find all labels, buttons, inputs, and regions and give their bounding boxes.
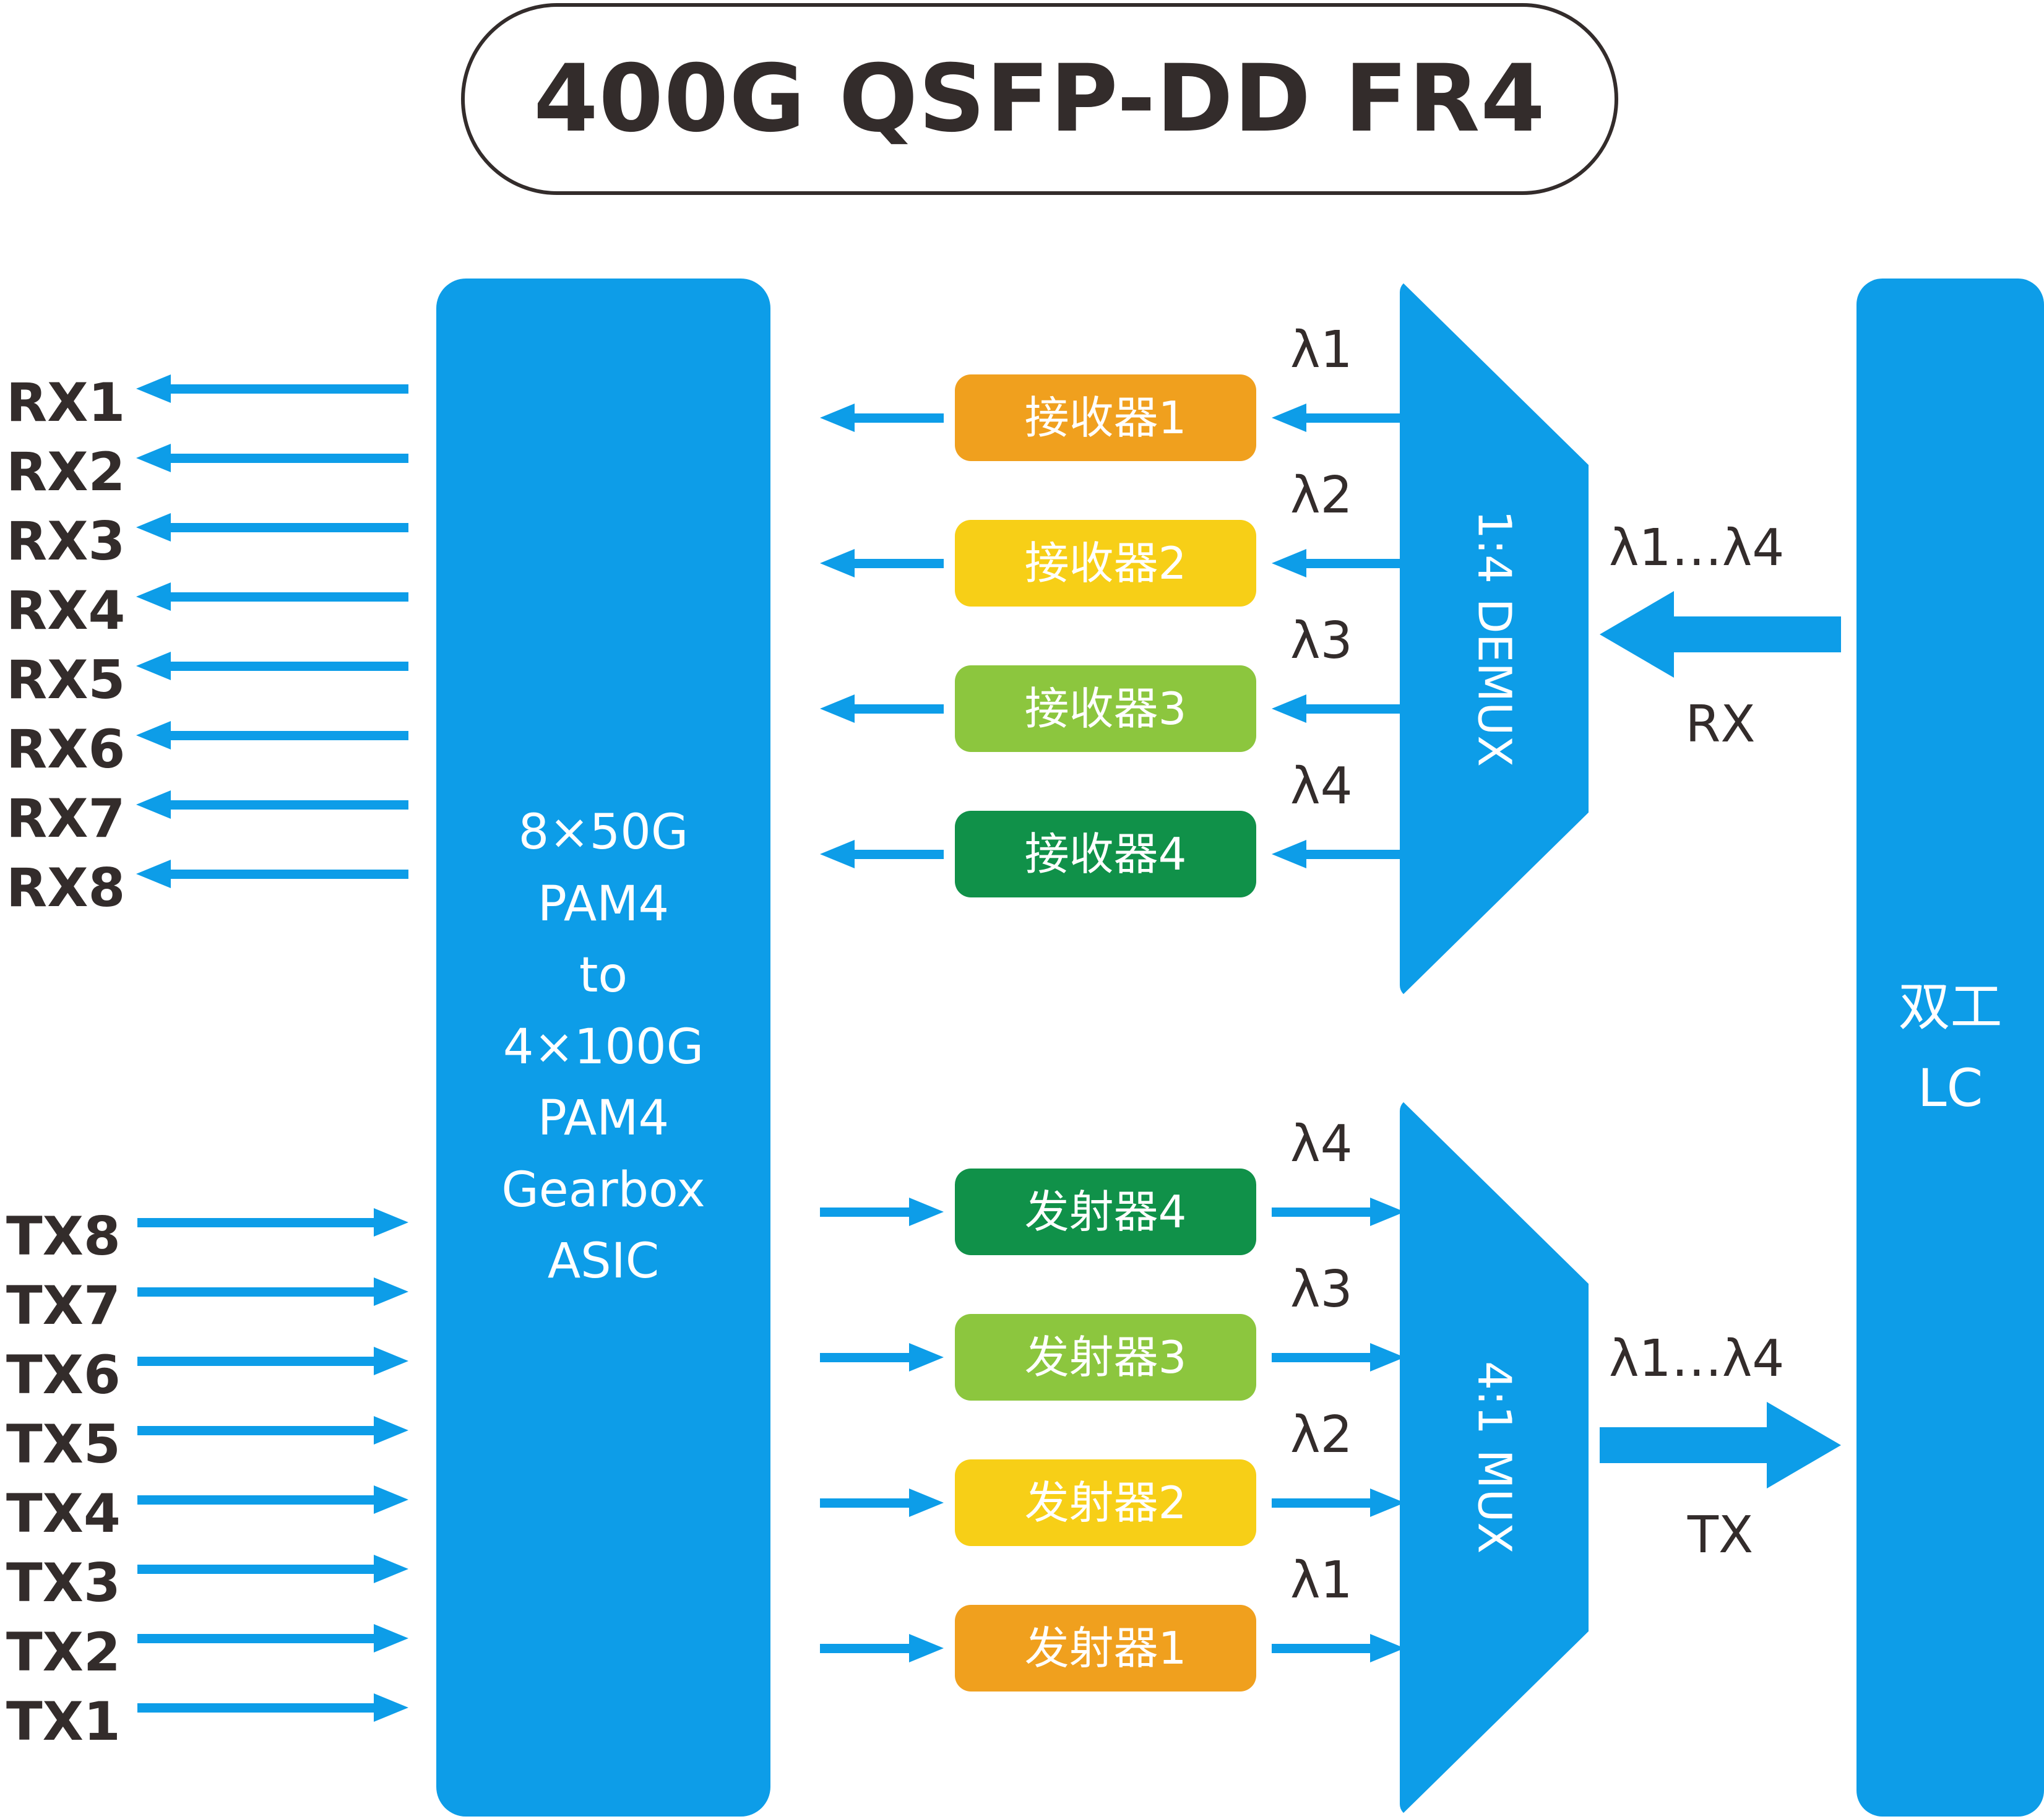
lane-arrow-rx1 [136,374,408,403]
receiver-label-4: 接收器4 [1024,828,1187,880]
tx-trunk-arrow [1600,1402,1841,1488]
connector-label-line2: LC [1917,1057,1983,1118]
lane-arrow-rx2 [136,444,408,472]
rx-trunk-caption: RX [1685,695,1756,754]
connector-label-line1: 双工 [1898,977,2003,1038]
receiver-box-3[interactable]: 接收器3 [955,665,1256,752]
asic-arrow-transmitter-1 [820,1634,944,1662]
asic-line-7: ASIC [547,1234,660,1290]
gearbox-asic-block: 8×50G PAM4 to 4×100G PAM4 Gearbox ASIC [436,279,770,1817]
port-label-rx2: RX2 [6,441,126,503]
lambda-label-rx-3: λ3 [1290,611,1353,670]
lane-arrow-tx1 [137,1693,408,1722]
lane-arrow-rx8 [136,860,408,888]
demux-arrow-receiver-1 [1272,404,1405,432]
asic-line-4: 4×100G [502,1019,704,1075]
mux-arrow-transmitter-2 [1272,1488,1405,1517]
transmitter-label-2: 发射器2 [1024,1477,1187,1529]
lane-arrow-rx6 [136,721,408,750]
lane-arrow-rx4 [136,582,408,611]
asic-arrow-transmitter-3 [820,1343,944,1372]
asic-arrow-receiver-2 [820,549,944,577]
lambda-label-tx-3: λ3 [1290,1260,1353,1319]
mux-label-wrapper: 4:1 MUX [1400,1099,1589,1817]
port-label-tx1: TX1 [6,1691,121,1753]
lane-arrow-tx4 [137,1485,408,1514]
transmitter-box-4[interactable]: 发射器4 [955,1169,1256,1255]
port-label-rx7: RX7 [6,788,126,850]
port-label-rx4: RX4 [6,580,126,642]
tx-trunk-caption: TX [1687,1506,1754,1565]
asic-line-6: Gearbox [501,1162,705,1218]
port-label-tx6: TX6 [6,1344,121,1406]
lambda-range-rx: λ1…λ4 [1609,519,1785,577]
transmitter-box-3[interactable]: 发射器3 [955,1314,1256,1401]
lambda-label-rx-1: λ1 [1290,321,1353,379]
transmitter-box-2[interactable]: 发射器2 [955,1459,1256,1546]
demux-arrow-receiver-2 [1272,549,1405,577]
port-label-tx8: TX8 [6,1206,121,1268]
duplex-lc-connector-block: 双工 LC [1856,279,2044,1817]
lambda-label-tx-2: λ2 [1290,1406,1353,1464]
diagram-title-pill: 400G QSFP-DD FR4 [461,3,1618,195]
demux-arrow-receiver-4 [1272,840,1405,868]
port-label-tx3: TX3 [6,1552,121,1614]
port-label-rx1: RX1 [6,372,126,434]
page-title: 400G QSFP-DD FR4 [533,45,1546,153]
asic-arrow-transmitter-4 [820,1198,944,1226]
port-label-rx8: RX8 [6,857,126,919]
receiver-label-2: 接收器2 [1024,537,1187,589]
transmitter-box-1[interactable]: 发射器1 [955,1605,1256,1692]
asic-arrow-receiver-1 [820,404,944,432]
port-label-rx6: RX6 [6,719,126,780]
receiver-box-1[interactable]: 接收器1 [955,374,1256,461]
lambda-label-rx-4: λ4 [1290,757,1353,816]
lane-arrow-tx3 [137,1555,408,1583]
demux-arrow-receiver-3 [1272,694,1405,723]
transmitter-label-4: 发射器4 [1024,1186,1187,1238]
mux-arrow-transmitter-3 [1272,1343,1405,1372]
lambda-label-tx-4: λ4 [1290,1115,1353,1173]
asic-arrow-transmitter-2 [820,1488,944,1517]
lambda-range-tx: λ1…λ4 [1609,1329,1785,1388]
port-label-rx3: RX3 [6,511,126,572]
port-label-tx7: TX7 [6,1275,121,1337]
receiver-label-3: 接收器3 [1024,683,1187,735]
mux-label: 4:1 MUX [1467,1361,1521,1554]
asic-line-2: PAM4 [537,876,670,932]
lane-arrow-tx5 [137,1416,408,1445]
receiver-box-2[interactable]: 接收器2 [955,520,1256,607]
lane-arrow-rx5 [136,652,408,680]
lane-arrow-tx6 [137,1347,408,1375]
mux-arrow-transmitter-4 [1272,1198,1405,1226]
receiver-box-4[interactable]: 接收器4 [955,811,1256,897]
lane-arrow-tx7 [137,1277,408,1306]
lambda-label-tx-1: λ1 [1290,1551,1353,1610]
asic-line-1: 8×50G [518,805,689,861]
transmitter-label-1: 发射器1 [1024,1622,1187,1674]
demux-label-wrapper: 1:4 DEMUX [1400,280,1589,998]
port-label-tx5: TX5 [6,1414,121,1476]
transmitter-label-3: 发射器3 [1024,1331,1187,1383]
lane-arrow-rx3 [136,513,408,542]
lane-arrow-tx2 [137,1624,408,1653]
asic-line-3: to [579,948,628,1004]
asic-line-5: PAM4 [537,1091,670,1147]
port-label-tx4: TX4 [6,1483,121,1545]
asic-arrow-receiver-3 [820,694,944,723]
asic-arrow-receiver-4 [820,840,944,868]
lambda-label-rx-2: λ2 [1290,466,1353,525]
lane-arrow-tx8 [137,1208,408,1237]
receiver-label-1: 接收器1 [1024,392,1187,444]
port-label-rx5: RX5 [6,649,126,711]
rx-trunk-arrow [1600,591,1841,678]
demux-label: 1:4 DEMUX [1467,510,1521,767]
mux-arrow-transmitter-1 [1272,1634,1405,1662]
lane-arrow-rx7 [136,790,408,819]
port-label-tx2: TX2 [6,1622,121,1683]
